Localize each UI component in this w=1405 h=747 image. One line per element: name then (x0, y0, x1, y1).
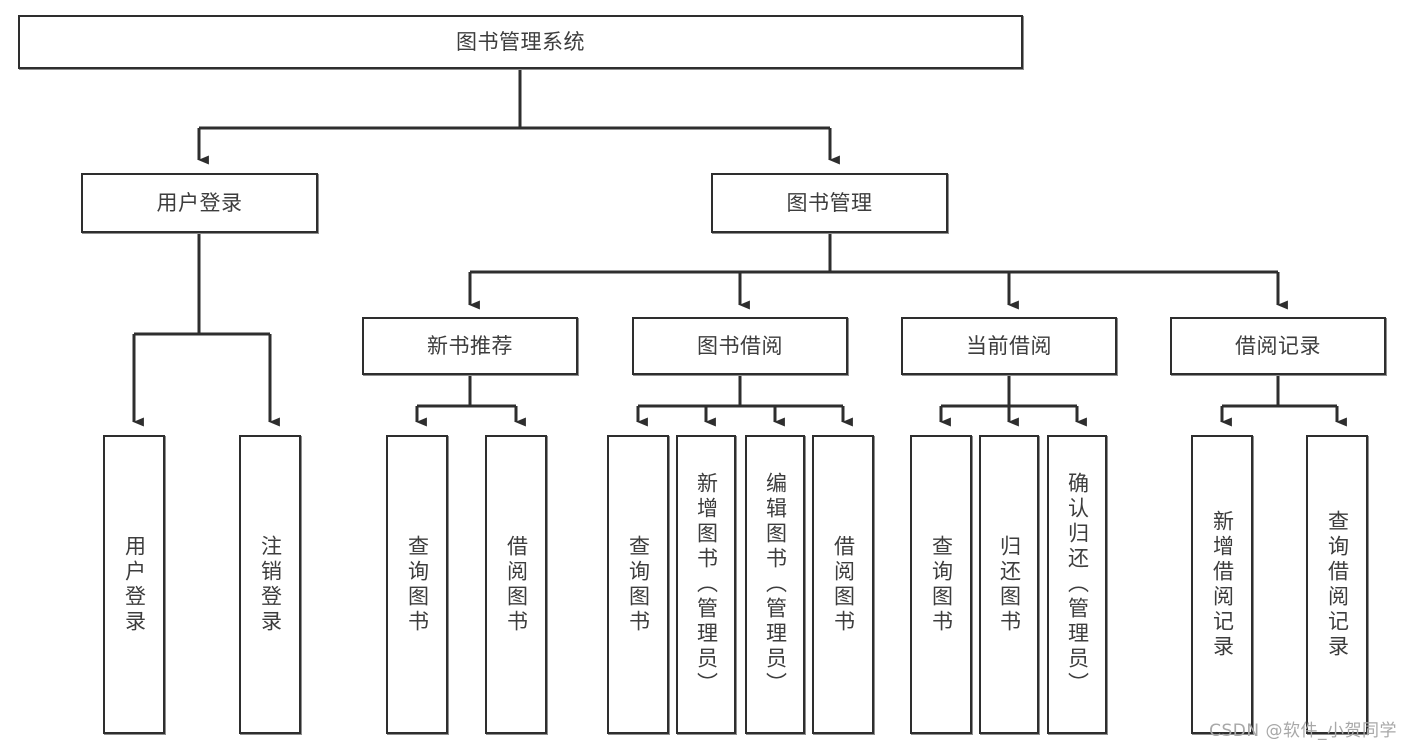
leaf-current-borrow-confirm[interactable]: 确认归还（管理员） (1047, 435, 1107, 734)
node-root-label: 图书管理系统 (456, 29, 585, 54)
leaf-current-borrow-return[interactable]: 归还图书 (979, 435, 1039, 734)
node-borrow-record[interactable]: 借阅记录 (1170, 317, 1386, 375)
leaf-label: 用户登录 (122, 534, 147, 635)
node-book-borrow[interactable]: 图书借阅 (632, 317, 848, 375)
leaf-book-borrow-query[interactable]: 查询图书 (607, 435, 669, 734)
node-root[interactable]: 图书管理系统 (18, 15, 1023, 69)
node-book-management[interactable]: 图书管理 (711, 173, 948, 233)
node-book-borrow-label: 图书借阅 (697, 333, 783, 358)
leaf-book-borrow-edit[interactable]: 编辑图书（管理员） (745, 435, 805, 734)
node-new-book-recommend[interactable]: 新书推荐 (362, 317, 578, 375)
node-new-book-recommend-label: 新书推荐 (427, 333, 513, 358)
leaf-new-book-query[interactable]: 查询图书 (386, 435, 448, 734)
leaf-label: 归还图书 (997, 534, 1022, 635)
leaf-new-book-borrow[interactable]: 借阅图书 (485, 435, 547, 734)
leaf-book-borrow-add[interactable]: 新增图书（管理员） (676, 435, 736, 734)
node-user-login-label: 用户登录 (156, 190, 243, 215)
leaf-label: 查询图书 (929, 534, 954, 635)
leaf-label: 查询图书 (626, 534, 651, 635)
leaf-current-borrow-query[interactable]: 查询图书 (910, 435, 972, 734)
node-book-management-label: 图书管理 (786, 190, 873, 215)
leaf-user-login-logout[interactable]: 注销登录 (239, 435, 301, 734)
node-current-borrow[interactable]: 当前借阅 (901, 317, 1117, 375)
leaf-label: 注销登录 (258, 534, 283, 635)
leaf-label: 编辑图书（管理员） (763, 472, 788, 697)
leaf-label: 确认归还（管理员） (1065, 472, 1090, 697)
leaf-user-login-login[interactable]: 用户登录 (103, 435, 165, 734)
leaf-label: 查询图书 (405, 534, 430, 635)
leaf-book-borrow-borrow[interactable]: 借阅图书 (812, 435, 874, 734)
leaf-label: 查询借阅记录 (1325, 509, 1350, 660)
leaf-label: 借阅图书 (831, 534, 856, 635)
leaf-borrow-record-add[interactable]: 新增借阅记录 (1191, 435, 1253, 734)
leaf-label: 借阅图书 (504, 534, 529, 635)
watermark: CSDN @软件_小贺同学 (1209, 721, 1397, 741)
node-borrow-record-label: 借阅记录 (1235, 333, 1321, 358)
leaf-label: 新增图书（管理员） (694, 472, 719, 697)
node-user-login[interactable]: 用户登录 (81, 173, 318, 233)
leaf-borrow-record-query[interactable]: 查询借阅记录 (1306, 435, 1368, 734)
node-current-borrow-label: 当前借阅 (966, 333, 1052, 358)
leaf-label: 新增借阅记录 (1210, 509, 1235, 660)
